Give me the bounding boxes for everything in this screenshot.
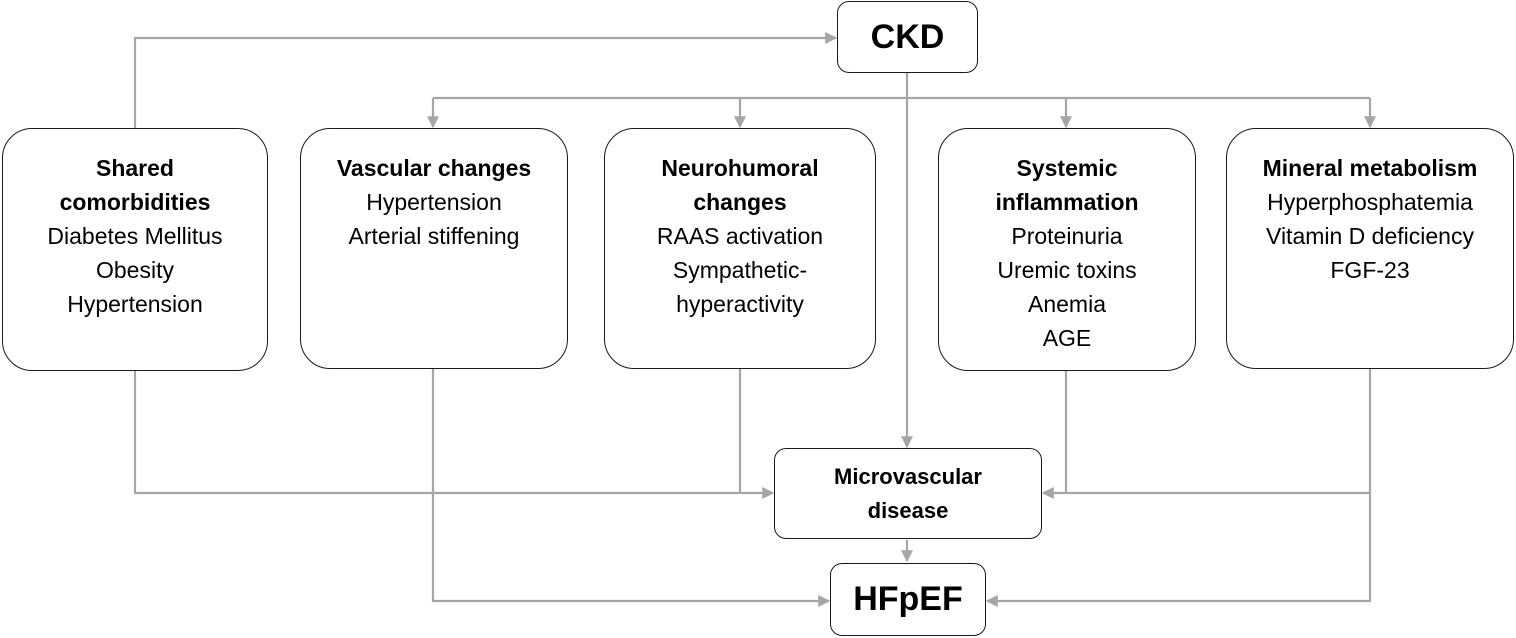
shared-comorbidities-node: Shared comorbidities Diabetes Mellitus O…: [2, 128, 268, 371]
vascular-changes-node: Vascular changes Hypertension Arterial s…: [300, 128, 568, 369]
neurohumoral-item-hyperactivity: hyperactivity: [676, 291, 804, 317]
ckd-node: CKD: [837, 1, 978, 73]
microvascular-label-line-1: Microvascular: [834, 463, 982, 489]
inflammation-item-proteinuria: Proteinuria: [1011, 223, 1123, 249]
inflammation-item-age: AGE: [1042, 325, 1092, 351]
inflammation-item-anemia: Anemia: [1028, 291, 1106, 317]
arrow-shared-to-microvascular: [133, 370, 775, 499]
mineral-metabolism-node: Mineral metabolism Hyperphosphatemia Vit…: [1226, 128, 1514, 369]
neurohumoral-item-sympathetic: Sympathetic-: [672, 257, 808, 283]
mineral-item-vitamin-d: Vitamin D deficiency: [1266, 223, 1474, 249]
shared-comorbidities-heading-line-1: Shared: [96, 155, 174, 181]
mineral-metabolism-heading: Mineral metabolism: [1262, 155, 1478, 181]
neurohumoral-changes-node: Neurohumoral changes RAAS activation Sym…: [604, 128, 876, 369]
mineral-item-fgf23: FGF-23: [1330, 257, 1410, 283]
vascular-changes-heading: Vascular changes: [336, 155, 532, 181]
shared-item-obesity: Obesity: [96, 257, 174, 283]
neurohumoral-heading-line-2: changes: [693, 189, 787, 215]
arrow-shared-to-ckd: [133, 32, 838, 128]
arrow-vascular-to-hfpef: [431, 368, 831, 607]
systemic-inflammation-node: Systemic inflammation Proteinuria Uremic…: [938, 128, 1196, 371]
inflammation-heading-line-2: inflammation: [995, 189, 1139, 215]
hfpef-label: HFpEF: [853, 580, 963, 618]
shared-item-diabetes: Diabetes Mellitus: [47, 223, 223, 249]
arrow-mineral-to-microvascular: [1041, 368, 1372, 499]
arrow-mineral-to-hfpef: [985, 493, 1372, 607]
microvascular-disease-node: Microvascular disease: [774, 448, 1042, 539]
neurohumoral-heading-line-1: Neurohumoral: [661, 155, 819, 181]
vascular-item-arterial-stiffening: Arterial stiffening: [348, 223, 520, 249]
shared-item-hypertension: Hypertension: [67, 291, 203, 317]
mineral-item-hyperphosphatemia: Hyperphosphatemia: [1267, 189, 1473, 215]
inflammation-item-uremic-toxins: Uremic toxins: [997, 257, 1137, 283]
microvascular-label-line-2: disease: [867, 497, 949, 523]
inflammation-heading-line-1: Systemic: [1016, 155, 1118, 181]
shared-comorbidities-heading-line-2: comorbidities: [59, 189, 211, 215]
hfpef-node: HFpEF: [830, 563, 986, 636]
neurohumoral-item-raas: RAAS activation: [656, 223, 824, 249]
ckd-label: CKD: [870, 17, 945, 56]
vascular-item-hypertension: Hypertension: [366, 189, 502, 215]
